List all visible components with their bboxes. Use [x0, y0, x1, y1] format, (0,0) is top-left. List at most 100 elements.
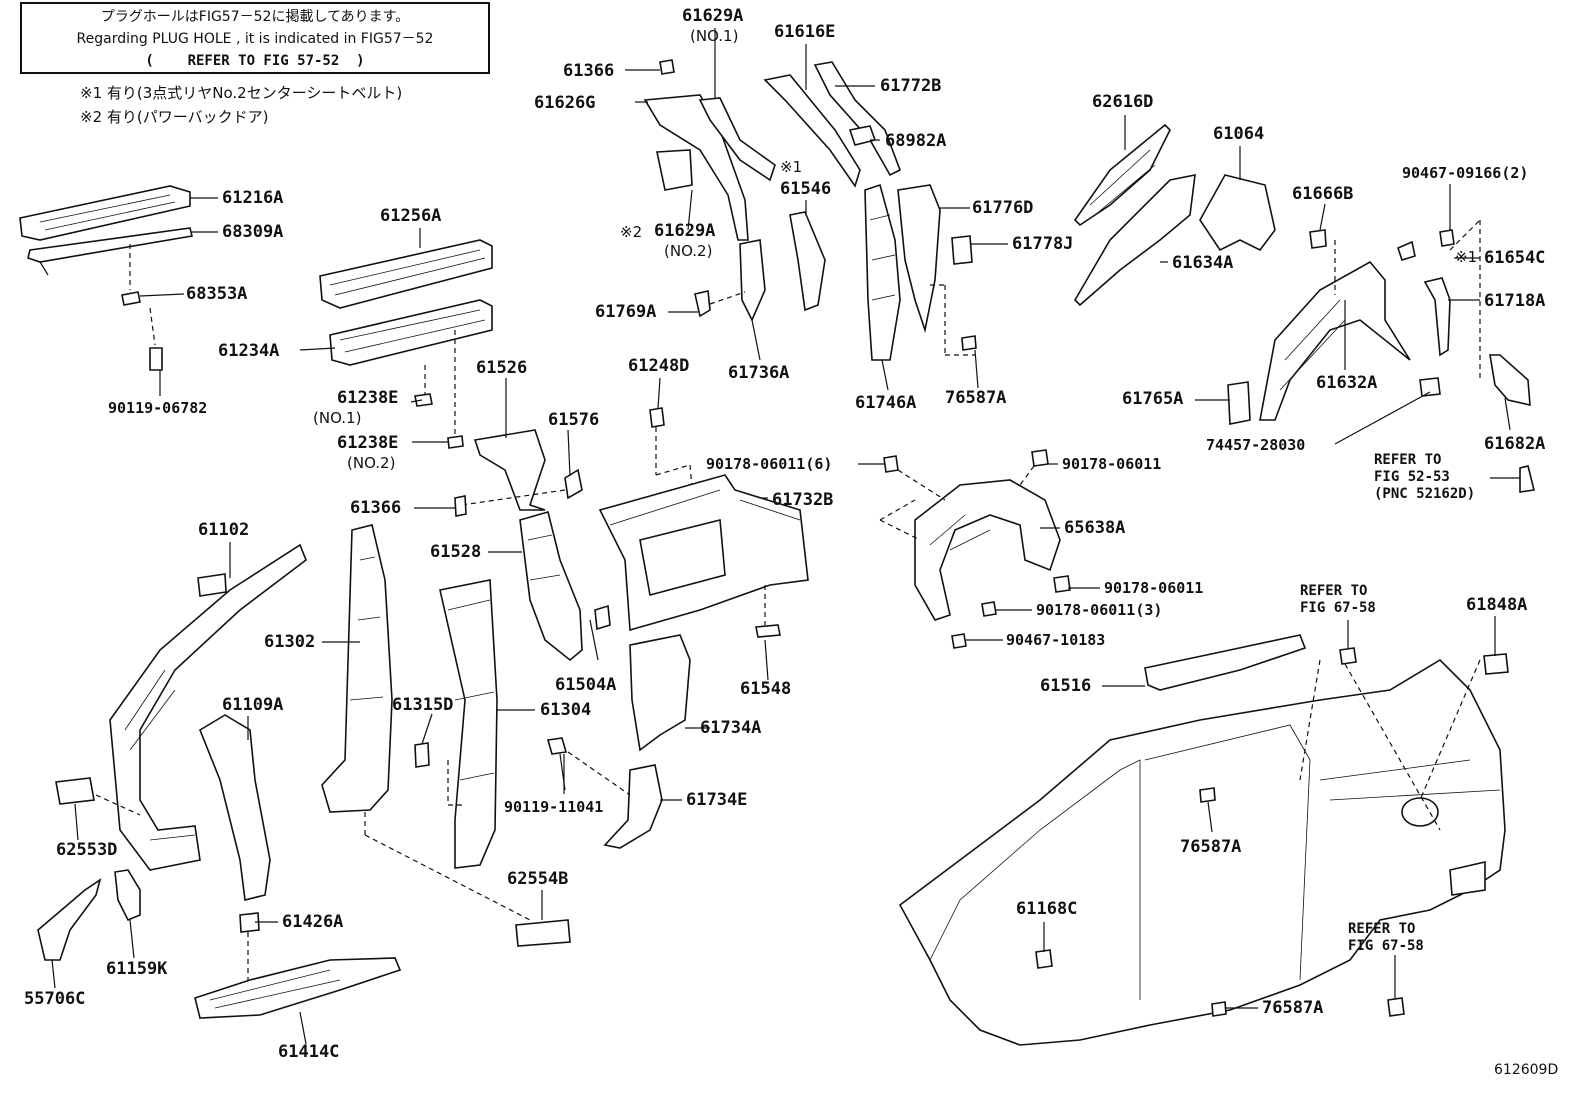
- part-label: 61629A: [654, 221, 716, 241]
- part-label: 90178-06011(3): [1036, 601, 1163, 619]
- part-label: 76587A: [1180, 837, 1242, 857]
- part-label: 61682A: [1484, 434, 1546, 454]
- plug-hole-note: プラグホールはFIG57－52に掲載してあります。 Regarding PLUG…: [20, 2, 490, 74]
- part-label: 62553D: [56, 840, 118, 860]
- part-label: 61732B: [772, 490, 834, 510]
- part-label: 61632A: [1316, 373, 1378, 393]
- part-label: 61634A: [1172, 253, 1234, 273]
- rocker-61414c: [194, 912, 402, 1019]
- note-line-english: Regarding PLUG HOLE , it is indicated in…: [76, 31, 434, 47]
- pillar-bracket-61528: [519, 511, 611, 662]
- part-label: 61772B: [880, 76, 942, 96]
- part-label: 65638A: [1064, 518, 1126, 538]
- figure-id: 612609D: [1494, 1062, 1559, 1078]
- cowl-top-panel: [319, 239, 493, 449]
- quarter-inner-group: [763, 61, 977, 361]
- part-label: 74457-28030: [1206, 436, 1306, 454]
- part-label: 61654C: [1484, 248, 1546, 268]
- part-label: 76587A: [945, 388, 1007, 408]
- center-pillar-61302: [321, 524, 393, 813]
- reference-fig-67-58-upper: REFER TO FIG 67-58: [1300, 583, 1376, 616]
- part-label: 61234A: [218, 341, 280, 361]
- part-label: 61315D: [392, 695, 454, 715]
- part-label: 61216A: [222, 188, 284, 208]
- note-line-japanese: プラグホールはFIG57－52に掲載してあります。: [100, 9, 410, 25]
- part-label: 61776D: [972, 198, 1034, 218]
- part-label: 55706C: [24, 989, 86, 1009]
- part-label: 61526: [476, 358, 528, 378]
- part-label: 61366: [350, 498, 402, 518]
- part-label: 61746A: [855, 393, 917, 413]
- part-label: 61769A: [595, 302, 657, 322]
- bracket-55706c: [37, 878, 102, 961]
- part-label: 61109A: [222, 695, 284, 715]
- part-label: 61102: [198, 520, 250, 540]
- part-sublabel: ※2: [620, 223, 643, 241]
- part-label: 61304: [540, 700, 592, 720]
- part-label: 61629A: [682, 6, 744, 26]
- part-label: 61516: [1040, 676, 1092, 696]
- part-label: 61576: [548, 410, 600, 430]
- part-sublabel: (NO.1): [690, 27, 739, 45]
- part-label: 61778J: [1012, 234, 1074, 254]
- part-label: 76587A: [1262, 998, 1324, 1018]
- part-label: 90178-06011(6): [706, 455, 833, 473]
- part-label: 61626G: [534, 93, 596, 113]
- part-sublabel: ※1: [1455, 248, 1478, 266]
- leader-lines: [51, 28, 1520, 1045]
- part-label: 61528: [430, 542, 482, 562]
- part-label: 61548: [740, 679, 792, 699]
- part-label: 61504A: [555, 675, 617, 695]
- part-label: 90178-06011: [1062, 455, 1162, 473]
- part-label: 61064: [1213, 124, 1265, 144]
- part-label: 90119-11041: [504, 798, 604, 816]
- part-label: 61666B: [1292, 184, 1354, 204]
- part-label: 68309A: [222, 222, 284, 242]
- front-pillar-61102: [109, 543, 307, 871]
- part-label: 90467-10183: [1006, 631, 1106, 649]
- part-label: 61616E: [774, 22, 836, 42]
- bracket-61159k: [114, 869, 141, 922]
- part-label: 61734E: [686, 790, 748, 810]
- part-sublabel: (NO.1): [313, 409, 362, 427]
- part-label: 61256A: [380, 206, 442, 226]
- bracket-61526: [454, 429, 583, 517]
- part-sublabel: (NO.2): [347, 454, 396, 472]
- part-label: 61765A: [1122, 389, 1184, 409]
- part-label: 61546: [780, 179, 832, 199]
- part-label: 90467-09166(2): [1402, 164, 1529, 182]
- part-label: 62554B: [507, 869, 569, 889]
- wheel-liner-65638a: [879, 449, 1071, 649]
- bolt-90119-11041: [546, 737, 631, 796]
- part-label: 68982A: [885, 131, 947, 151]
- part-label: 61238E: [337, 433, 399, 453]
- note-line-reference: ( REFER TO FIG 57-52 ): [145, 53, 365, 69]
- part-label: 61426A: [282, 912, 344, 932]
- part-sublabel: ※1: [780, 158, 803, 176]
- reference-fig-52-53: REFER TO FIG 52-53 (PNC 52162D): [1374, 452, 1476, 502]
- back-panel-group: [598, 407, 809, 849]
- part-label: 68353A: [186, 284, 248, 304]
- part-label: 90119-06782: [108, 399, 208, 417]
- part-label: 61238E: [337, 388, 399, 408]
- part-label: 61302: [264, 632, 316, 652]
- part-label: 62616D: [1092, 92, 1154, 112]
- part-label: 61848A: [1466, 595, 1528, 615]
- part-label: 61736A: [728, 363, 790, 383]
- wheelhouse-group: [1073, 123, 1535, 493]
- pillar-upper-group: [643, 59, 826, 322]
- part-label: 61248D: [628, 356, 690, 376]
- reference-fig-67-58-lower: REFER TO FIG 67-58: [1348, 921, 1424, 954]
- footnote-2: ※2 有り(パワーバックドア): [80, 108, 269, 126]
- part-sublabel: (NO.2): [664, 242, 713, 260]
- part-label: 61414C: [278, 1042, 340, 1062]
- footnote-1: ※1 有り(3点式リヤNo.2センターシートベルト): [80, 84, 403, 102]
- part-label: 61366: [563, 61, 615, 81]
- block-62553d: [55, 777, 141, 816]
- part-label: 90178-06011: [1104, 579, 1204, 597]
- part-label: 61718A: [1484, 291, 1546, 311]
- part-label: 61734A: [700, 718, 762, 738]
- fastener-68353a: [121, 244, 163, 371]
- body-side-outer: [898, 634, 1509, 1046]
